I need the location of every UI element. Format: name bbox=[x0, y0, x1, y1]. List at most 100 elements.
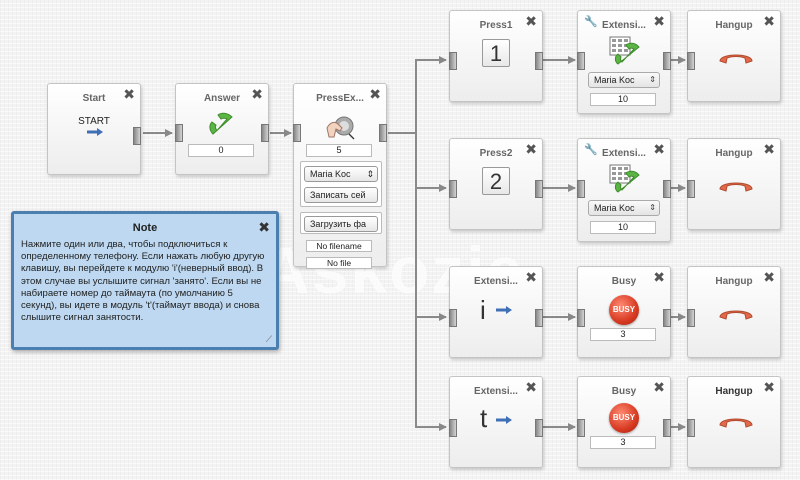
close-icon[interactable]: ✖ bbox=[123, 86, 135, 102]
output-port[interactable] bbox=[663, 419, 671, 437]
close-icon[interactable]: ✖ bbox=[258, 219, 270, 235]
input-port[interactable] bbox=[449, 419, 457, 437]
arrow-right-icon bbox=[496, 306, 512, 314]
pressexten-value[interactable]: 5 bbox=[306, 144, 372, 157]
output-port[interactable] bbox=[535, 180, 543, 198]
block-extension-1[interactable]: 🔧 Extensi... ✖ Maria Koc ⇕ 10 bbox=[577, 10, 671, 114]
digit-key: 1 bbox=[482, 39, 510, 67]
note-panel[interactable]: Note ✖ Нажмите один или два, чтобы подкл… bbox=[11, 211, 279, 350]
close-icon[interactable]: ✖ bbox=[525, 141, 537, 157]
input-port[interactable] bbox=[449, 309, 457, 327]
extension-letter: i bbox=[480, 295, 486, 325]
user-select[interactable]: Maria Koc ⇕ bbox=[304, 166, 378, 182]
close-icon[interactable]: ✖ bbox=[653, 269, 665, 285]
red-phone-icon bbox=[719, 182, 753, 192]
output-port[interactable] bbox=[261, 124, 269, 142]
resize-grip-icon[interactable]: ⟋ bbox=[265, 334, 272, 344]
close-icon[interactable]: ✖ bbox=[763, 13, 775, 29]
block-extension-2[interactable]: 🔧 Extensi... ✖ Maria Koc ⇕ 10 bbox=[577, 138, 671, 242]
block-title: Press1 bbox=[479, 20, 513, 31]
wrench-icon[interactable]: 🔧 bbox=[584, 16, 598, 28]
input-port[interactable] bbox=[687, 52, 695, 70]
upload-button[interactable]: Загрузить фа bbox=[304, 216, 378, 232]
input-port[interactable] bbox=[577, 419, 585, 437]
input-port[interactable] bbox=[293, 124, 301, 142]
arrow-right-icon bbox=[87, 128, 103, 136]
block-answer[interactable]: Answer ✖ 0 bbox=[175, 83, 269, 175]
busy-icon: BUSY bbox=[609, 295, 639, 325]
input-port[interactable] bbox=[449, 180, 457, 198]
input-port[interactable] bbox=[687, 419, 695, 437]
block-pressexten[interactable]: PressEx... ✖ 5 Maria Koc ⇕ Записать сей … bbox=[293, 83, 387, 269]
block-press2[interactable]: Press2 ✖ 2 bbox=[449, 138, 543, 230]
close-icon[interactable]: ✖ bbox=[763, 141, 775, 157]
input-port[interactable] bbox=[687, 180, 695, 198]
input-port[interactable] bbox=[577, 309, 585, 327]
block-title: Start bbox=[82, 93, 106, 104]
close-icon[interactable]: ✖ bbox=[763, 269, 775, 285]
close-icon[interactable]: ✖ bbox=[653, 13, 665, 29]
output-port[interactable] bbox=[535, 419, 543, 437]
close-icon[interactable]: ✖ bbox=[653, 141, 665, 157]
wire-pressexten-press2 bbox=[415, 133, 447, 192]
output-port[interactable] bbox=[535, 309, 543, 327]
close-icon[interactable]: ✖ bbox=[525, 379, 537, 395]
block-hangup-3[interactable]: Hangup ✖ bbox=[687, 266, 781, 358]
block-title: Busy bbox=[611, 276, 637, 287]
red-phone-icon bbox=[719, 418, 753, 428]
block-title: Busy bbox=[611, 386, 637, 397]
extension-timeout-value[interactable]: 10 bbox=[590, 221, 656, 234]
close-icon[interactable]: ✖ bbox=[525, 269, 537, 285]
block-title: Press2 bbox=[479, 148, 513, 159]
wrench-icon[interactable]: 🔧 bbox=[584, 144, 598, 156]
note-body[interactable]: Нажмите один или два, чтобы подключиться… bbox=[21, 239, 265, 324]
block-start[interactable]: Start ✖ START bbox=[47, 83, 141, 175]
extension-letter: t bbox=[480, 403, 488, 433]
close-icon[interactable]: ✖ bbox=[251, 86, 263, 102]
block-title: Extensi... bbox=[602, 20, 646, 31]
block-title: Hangup bbox=[715, 276, 753, 287]
close-icon[interactable]: ✖ bbox=[763, 379, 775, 395]
record-button[interactable]: Записать сей bbox=[304, 187, 378, 203]
green-phone-icon bbox=[209, 112, 233, 135]
keypad-phone-icon bbox=[609, 36, 640, 65]
arrow-right-icon bbox=[496, 416, 512, 424]
input-port[interactable] bbox=[577, 180, 585, 198]
extension-timeout-value[interactable]: 10 bbox=[590, 93, 656, 106]
block-title: PressEx... bbox=[316, 93, 364, 104]
busy-value[interactable]: 3 bbox=[590, 328, 656, 341]
output-port[interactable] bbox=[663, 52, 671, 70]
input-port[interactable] bbox=[577, 52, 585, 70]
close-icon[interactable]: ✖ bbox=[653, 379, 665, 395]
block-extension-timeout[interactable]: Extensi... ✖ t bbox=[449, 376, 543, 468]
block-extension-invalid[interactable]: Extensi... ✖ i bbox=[449, 266, 543, 358]
output-port[interactable] bbox=[663, 309, 671, 327]
output-port[interactable] bbox=[663, 180, 671, 198]
close-icon[interactable]: ✖ bbox=[525, 13, 537, 29]
block-hangup-2[interactable]: Hangup ✖ bbox=[687, 138, 781, 230]
block-title: Hangup bbox=[715, 20, 753, 31]
filename-label: No filename bbox=[306, 240, 372, 252]
input-port[interactable] bbox=[449, 52, 457, 70]
keypad-phone-icon bbox=[609, 164, 640, 193]
block-busy-1[interactable]: Busy ✖ BUSY 3 bbox=[577, 266, 671, 358]
digit-key: 2 bbox=[482, 167, 510, 195]
select-arrows-icon: ⇕ bbox=[649, 203, 656, 212]
answer-value[interactable]: 0 bbox=[188, 144, 254, 157]
extension-select[interactable]: Maria Koc ⇕ bbox=[588, 72, 660, 88]
output-port[interactable] bbox=[379, 124, 387, 142]
close-icon[interactable]: ✖ bbox=[369, 86, 381, 102]
block-press1[interactable]: Press1 ✖ 1 bbox=[449, 10, 543, 102]
block-hangup-1[interactable]: Hangup ✖ bbox=[687, 10, 781, 102]
extension-select[interactable]: Maria Koc ⇕ bbox=[588, 200, 660, 216]
block-hangup-4[interactable]: Hangup ✖ bbox=[687, 376, 781, 468]
busy-value[interactable]: 3 bbox=[590, 436, 656, 449]
input-port[interactable] bbox=[175, 124, 183, 142]
select-arrows-icon: ⇕ bbox=[649, 75, 656, 84]
input-port[interactable] bbox=[687, 309, 695, 327]
output-port[interactable] bbox=[535, 52, 543, 70]
output-port[interactable] bbox=[133, 127, 141, 145]
block-busy-2[interactable]: Busy ✖ BUSY 3 bbox=[577, 376, 671, 468]
hand-press-icon bbox=[326, 116, 355, 140]
